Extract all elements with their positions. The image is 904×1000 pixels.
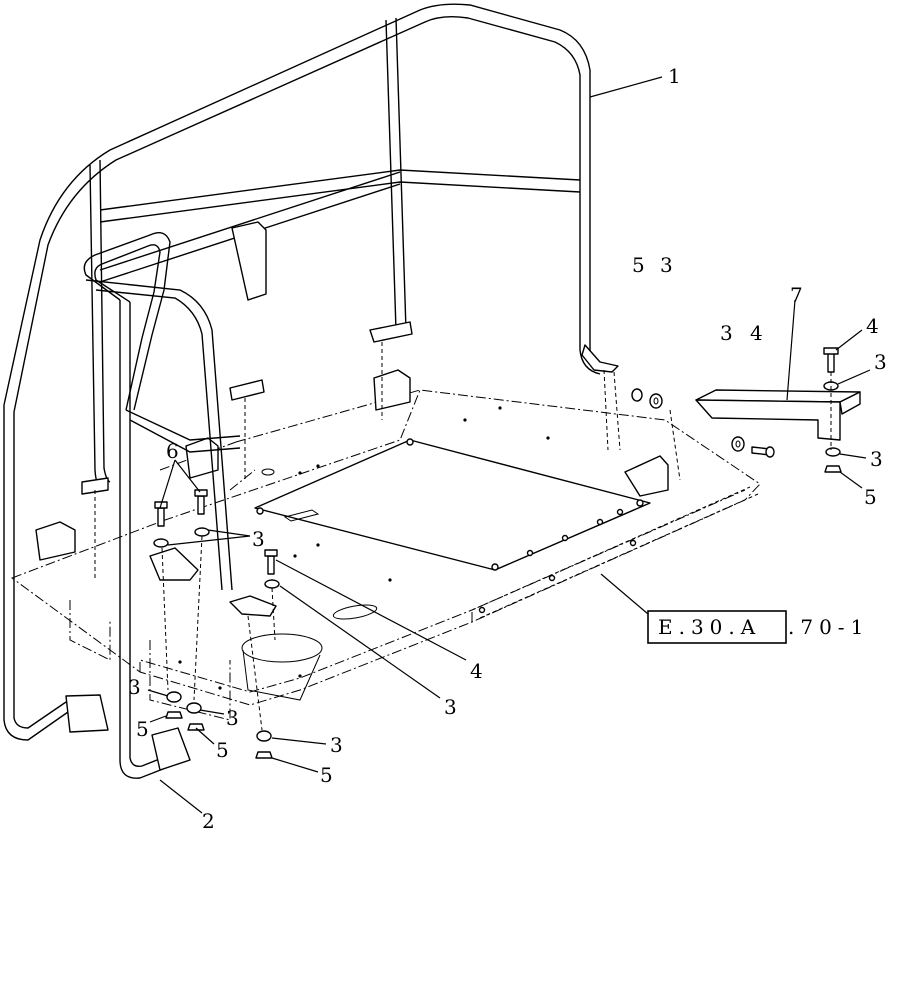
nut [165,711,183,719]
callout-3: 3 [444,695,457,719]
washer [153,538,169,548]
side-step-bracket [695,389,861,441]
center-lines [94,342,832,731]
reference-suffix: .70-1 [788,615,869,639]
washer [166,691,182,703]
callout-4: 4 [750,321,763,345]
callout-5: 5 [136,717,149,741]
callout-3: 3 [870,447,883,471]
callout-labels: 1 2 5 3 7 4 3 4 3 3 5 6 3 4 3 3 5 3 5 3 … [128,64,887,833]
floor-platform [10,389,761,721]
nut [187,723,205,731]
reference-code: E.30.A [658,615,761,639]
floor-hole-slot [332,604,378,620]
callout-5: 5 [632,253,645,277]
front-trim-channel [471,486,759,619]
washer [186,702,202,714]
callout-4: 4 [866,314,879,338]
callout-4: 4 [470,659,483,683]
nut [824,465,842,473]
bolt [827,351,835,373]
callout-2: 2 [202,809,215,833]
bolt [267,555,275,575]
washer [825,447,841,457]
reference-box[interactable] [647,610,787,644]
washer [731,436,745,452]
callout-3: 3 [226,706,239,730]
washer [256,730,272,742]
bolt [157,507,165,527]
bolt [197,495,205,515]
nut [255,751,273,759]
callout-3: 3 [720,321,733,345]
callout-3: 3 [660,253,673,277]
washer [264,579,280,589]
callout-3: 3 [128,675,141,699]
floor-plate [254,438,651,571]
callout-5: 5 [320,763,333,787]
bracket-right-rear [624,455,669,497]
callout-5: 5 [216,738,229,762]
callout-7: 7 [790,283,803,307]
leader-lines [147,76,871,814]
cross-reference[interactable]: E.30.A .70-1 [647,610,869,644]
washer [631,388,643,402]
callout-1: 1 [668,64,681,88]
bracket-rear-center [373,369,411,411]
bracket-rear-left [35,521,76,561]
mounting-brackets [35,221,669,561]
floor-hole-large [241,633,323,663]
rops-main-frame [3,3,619,741]
grab-handle [83,232,277,779]
callout-6: 6 [166,439,179,463]
callout-3: 3 [874,350,887,374]
callout-5: 5 [864,485,877,509]
bracket-upright [231,221,267,301]
callout-3: 3 [330,733,343,757]
callout-3: 3 [252,527,265,551]
washer [194,527,210,537]
washer [649,393,663,409]
